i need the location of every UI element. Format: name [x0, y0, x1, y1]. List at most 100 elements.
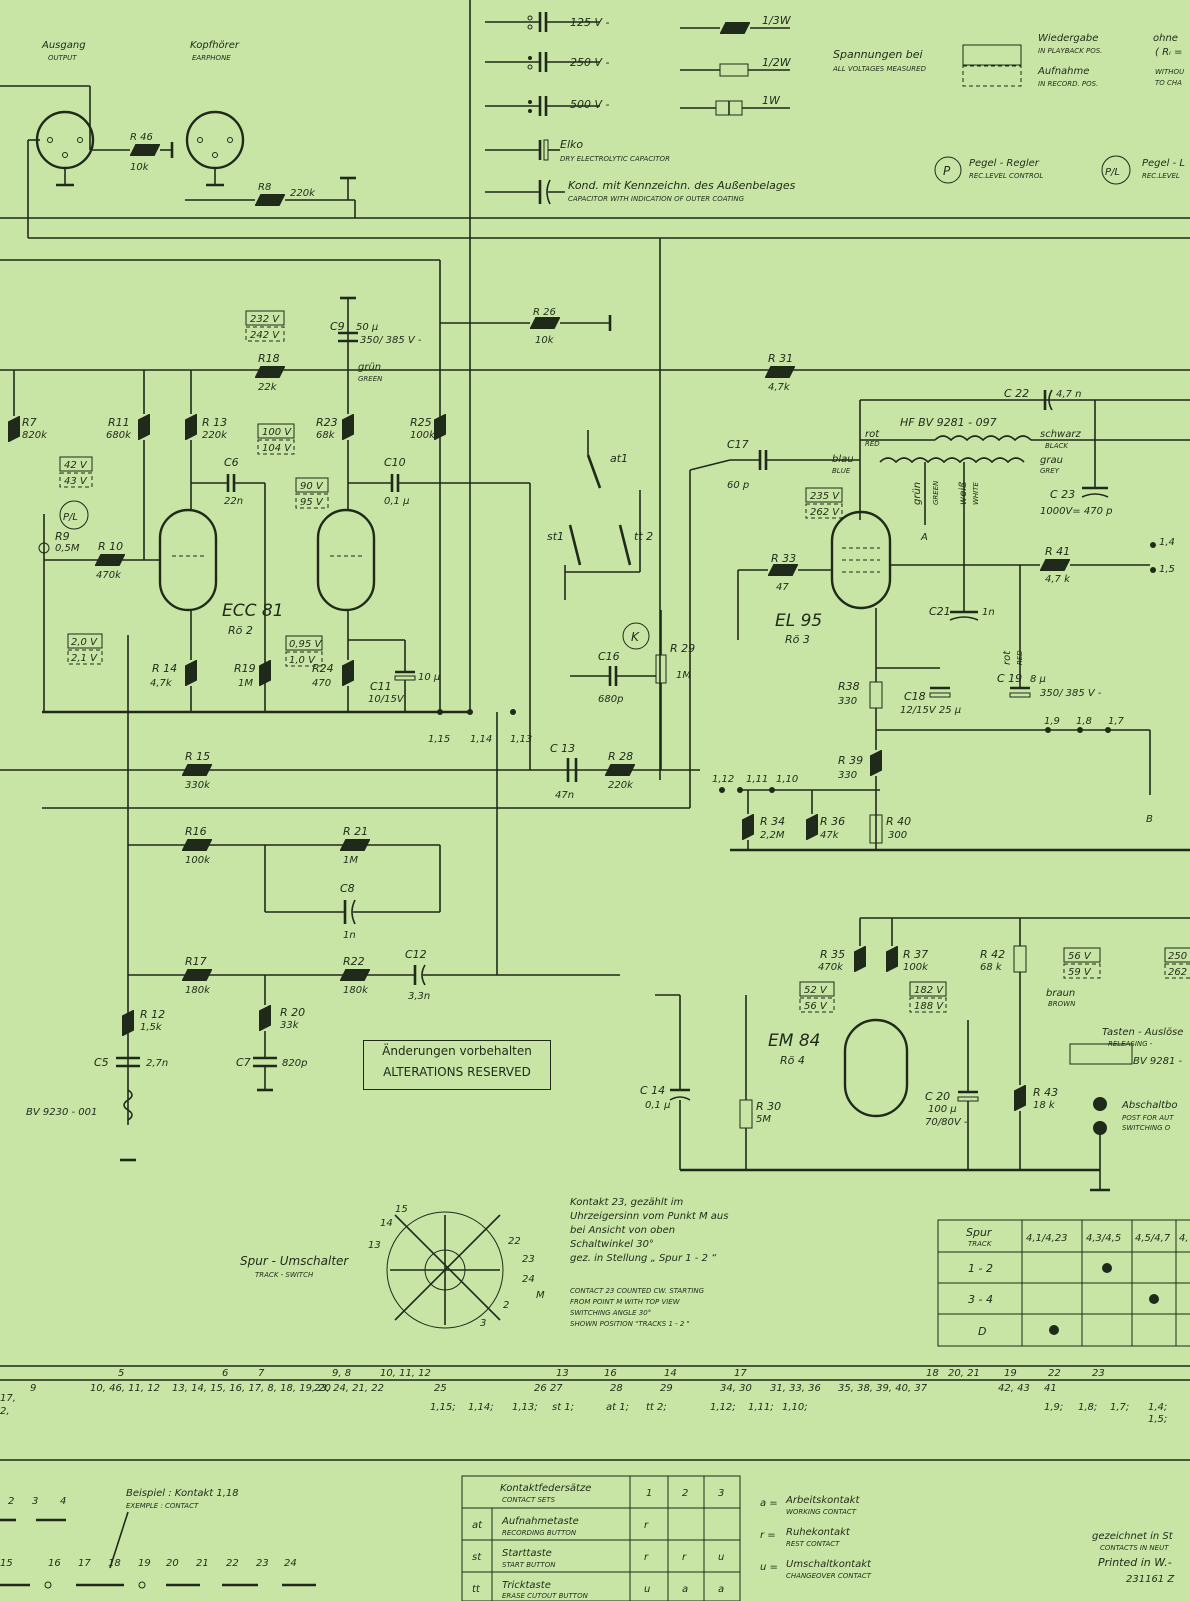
svg-text:13: 13: [556, 1368, 569, 1379]
svg-text:20, 21: 20, 21: [948, 1368, 980, 1379]
svg-text:4,7k: 4,7k: [150, 678, 173, 689]
svg-text:C 14: C 14: [640, 1084, 665, 1097]
svg-text:Wiedergabe: Wiedergabe: [1038, 33, 1098, 44]
svg-text:Aufnahme: Aufnahme: [1037, 66, 1089, 77]
svg-text:16: 16: [604, 1368, 617, 1379]
svg-text:r: r: [644, 1520, 649, 1531]
svg-text:a =: a =: [760, 1498, 778, 1509]
svg-text:BV 9281 -: BV 9281 -: [1133, 1056, 1183, 1067]
svg-text:ohne: ohne: [1153, 33, 1178, 44]
svg-text:4,7 k: 4,7 k: [1045, 574, 1071, 585]
svg-text:POST FOR AUT: POST FOR AUT: [1122, 1114, 1174, 1122]
svg-text:R 33: R 33: [771, 552, 796, 565]
svg-text:12/15V 25 µ: 12/15V 25 µ: [900, 705, 961, 716]
svg-text:2: 2: [8, 1496, 14, 1507]
contact-sets-table: Kontaktfedersätze CONTACT SETS 1 2 3 at …: [461, 1475, 741, 1601]
svg-text:R22: R22: [343, 955, 365, 968]
svg-text:C 13: C 13: [550, 742, 575, 755]
legend-cap-125: 125 V -: [485, 12, 610, 32]
svg-text:Kontakt 23, gezählt im: Kontakt 23, gezählt im: [570, 1197, 684, 1208]
svg-text:500 V -: 500 V -: [570, 98, 610, 111]
svg-text:59 V: 59 V: [1068, 967, 1092, 978]
svg-text:21: 21: [196, 1558, 209, 1569]
svg-text:FROM POINT M WITH TOP VIEW: FROM POINT M WITH TOP VIEW: [570, 1298, 681, 1306]
svg-text:22n: 22n: [224, 496, 243, 507]
svg-text:1 - 2: 1 - 2: [968, 1262, 993, 1275]
svg-text:70/80V -: 70/80V -: [925, 1117, 968, 1128]
svg-text:grün: grün: [912, 482, 923, 505]
svg-text:R16: R16: [185, 825, 207, 838]
svg-text:1,13;: 1,13;: [512, 1402, 538, 1413]
svg-text:1,8: 1,8: [1076, 716, 1092, 727]
svg-text:r: r: [644, 1552, 649, 1563]
svg-text:42, 43: 42, 43: [998, 1383, 1030, 1394]
svg-text:1,7: 1,7: [1108, 716, 1125, 727]
svg-text:1: 1: [646, 1488, 652, 1499]
svg-text:st1: st1: [547, 530, 564, 543]
svg-text:R 43: R 43: [1033, 1086, 1058, 1099]
svg-text:2,: 2,: [0, 1406, 10, 1417]
svg-text:OUTPUT: OUTPUT: [48, 54, 77, 62]
svg-text:CHANGEOVER CONTACT: CHANGEOVER CONTACT: [786, 1572, 872, 1580]
svg-text:2,1 V: 2,1 V: [71, 653, 98, 664]
svg-text:1000V= 470 p: 1000V= 470 p: [1040, 506, 1112, 517]
svg-text:C 19: C 19: [997, 672, 1022, 685]
svg-text:R 13: R 13: [202, 416, 227, 429]
svg-text:220k: 220k: [290, 188, 316, 199]
svg-text:Tasten - Auslöse: Tasten - Auslöse: [1102, 1027, 1183, 1038]
alterations-en: ALTERATIONS RESERVED: [383, 1065, 531, 1079]
svg-text:r: r: [682, 1552, 687, 1563]
svg-text:BLACK: BLACK: [1045, 442, 1069, 450]
legend-cap-250: 250 V -: [485, 52, 610, 72]
svg-text:RELEASING -: RELEASING -: [1108, 1040, 1153, 1048]
svg-text:2,0 V: 2,0 V: [71, 637, 98, 648]
svg-text:42 V: 42 V: [64, 460, 88, 471]
svg-text:17: 17: [78, 1558, 91, 1569]
svg-text:WHITE: WHITE: [972, 481, 980, 505]
svg-text:47n: 47n: [555, 790, 574, 801]
svg-text:RECORDING BUTTON: RECORDING BUTTON: [502, 1529, 577, 1537]
legend-cap-500: 500 V -: [485, 96, 610, 116]
svg-text:Tricktaste: Tricktaste: [502, 1580, 551, 1591]
svg-text:GREEN: GREEN: [932, 480, 940, 505]
svg-text:9: 9: [30, 1383, 36, 1394]
svg-text:R38: R38: [838, 680, 860, 693]
svg-text:1W: 1W: [762, 94, 781, 107]
svg-text:56 V: 56 V: [804, 1001, 828, 1012]
svg-text:2: 2: [682, 1488, 688, 1499]
svg-text:3 - 4: 3 - 4: [968, 1293, 993, 1306]
svg-text:1,5k: 1,5k: [140, 1022, 163, 1033]
svg-text:( Rᵢ =: ( Rᵢ =: [1155, 47, 1182, 58]
svg-text:470k: 470k: [818, 962, 844, 973]
contact-legend: a = Arbeitskontakt WORKING CONTACT r = R…: [760, 1495, 872, 1580]
svg-text:1,8;: 1,8;: [1078, 1402, 1097, 1413]
svg-text:Rö 2: Rö 2: [228, 624, 253, 637]
svg-text:22: 22: [226, 1558, 239, 1569]
svg-text:START BUTTON: START BUTTON: [502, 1561, 556, 1569]
svg-text:29: 29: [660, 1383, 673, 1394]
svg-text:22k: 22k: [258, 382, 278, 393]
svg-text:R9: R9: [55, 530, 70, 543]
svg-text:R 12: R 12: [140, 1008, 165, 1021]
svg-text:1,10: 1,10: [776, 774, 798, 785]
svg-text:470: 470: [312, 678, 331, 689]
svg-text:r =: r =: [760, 1530, 776, 1541]
svg-text:3: 3: [718, 1488, 724, 1499]
svg-text:GREEN: GREEN: [358, 375, 383, 383]
svg-text:Kopfhörer: Kopfhörer: [190, 40, 240, 51]
svg-text:68k: 68k: [316, 430, 336, 441]
svg-text:13: 13: [368, 1240, 381, 1251]
svg-text:RED: RED: [865, 440, 880, 448]
svg-text:262 V: 262 V: [810, 507, 840, 518]
svg-text:1,9;: 1,9;: [1044, 1402, 1063, 1413]
svg-text:0,5M: 0,5M: [55, 543, 80, 554]
svg-text:ALL VOLTAGES MEASURED: ALL VOLTAGES MEASURED: [832, 65, 927, 73]
svg-text:TRACK - SWITCH: TRACK - SWITCH: [255, 1271, 314, 1279]
svg-text:2,7n: 2,7n: [146, 1058, 168, 1069]
svg-text:rot: rot: [865, 429, 880, 440]
svg-text:DRY ELECTROLYTIC CAPACITOR: DRY ELECTROLYTIC CAPACITOR: [560, 155, 670, 163]
svg-text:BROWN: BROWN: [1048, 1000, 1076, 1008]
